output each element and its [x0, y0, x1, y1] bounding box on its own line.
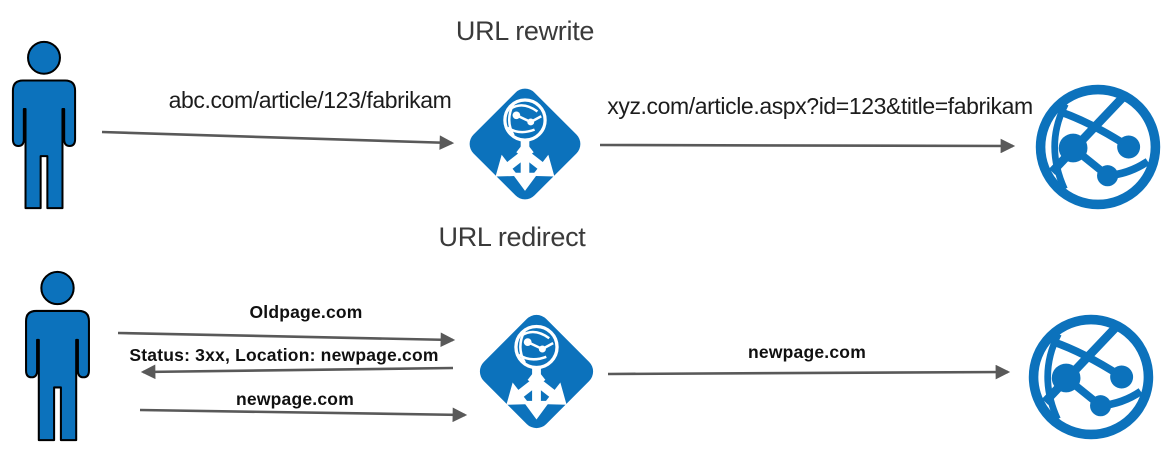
redirect-request-url-label: Oldpage.com: [249, 302, 363, 322]
rewrite-request-arrow: [101, 130, 455, 150]
redirect-forward-arrow: [607, 364, 1011, 380]
rewrite-rewritten-url-label: xyz.com/article.aspx?id=123&title=fabrik…: [607, 93, 1033, 119]
rewrite-forward-arrow: [599, 138, 1016, 154]
redirect-new-request-label: newpage.com: [236, 389, 354, 409]
rewrite-section-title: URL rewrite: [455, 16, 595, 46]
redirect-request-arrow: [117, 331, 456, 348]
rewrite-request-url-label: abc.com/article/123/fabrikam: [168, 87, 452, 113]
user-icon: [11, 40, 77, 210]
redirect-new-request-arrow: [139, 407, 468, 423]
application-gateway-icon: [469, 88, 581, 200]
redirect-response-arrow: [140, 364, 454, 380]
web-app-globe-icon: [1028, 314, 1154, 440]
redirect-forwarded-url-label: newpage.com: [748, 342, 866, 362]
application-gateway-icon: [479, 314, 594, 429]
redirect-section-title: URL redirect: [438, 222, 586, 252]
user-icon: [25, 270, 90, 442]
redirect-response-label: Status: 3xx, Location: newpage.com: [129, 345, 439, 365]
web-app-globe-icon: [1035, 84, 1161, 210]
